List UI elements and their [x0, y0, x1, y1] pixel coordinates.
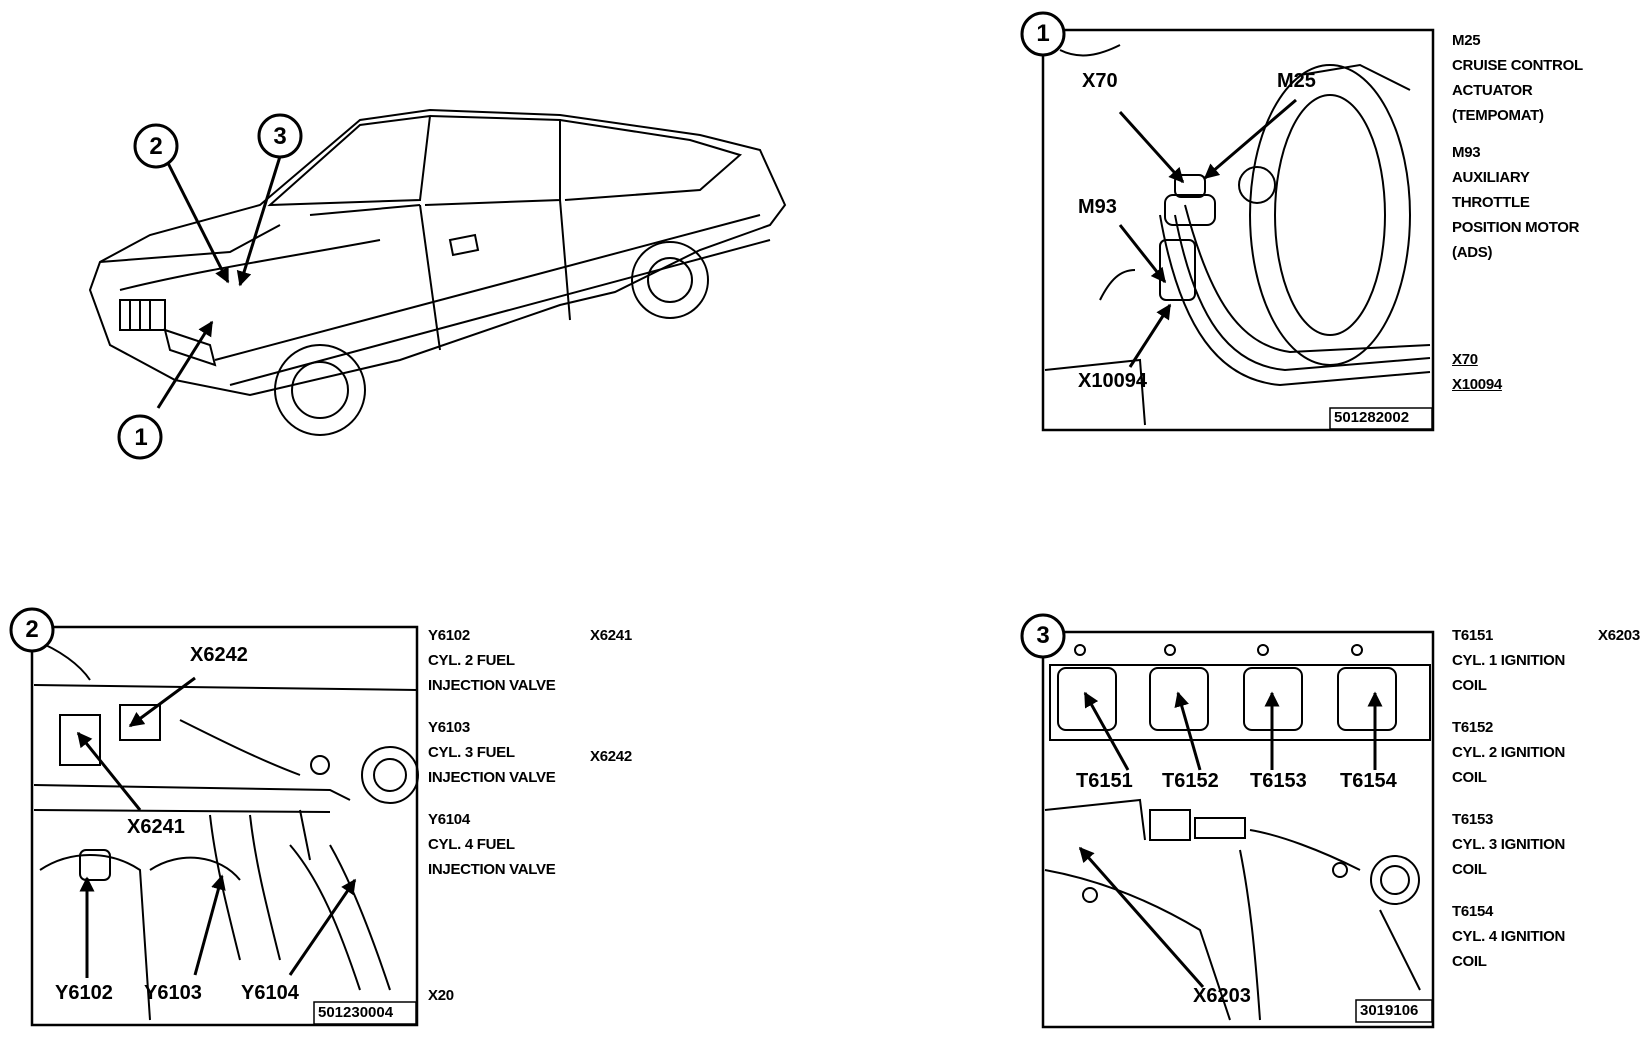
legend-desc-line: INJECTION VALVE — [428, 769, 556, 786]
panel3-label-t6152: T6152 — [1162, 770, 1219, 792]
car-callout-1-label: 1 — [134, 424, 148, 451]
legend-desc-line: POSITION MOTOR — [1452, 219, 1580, 236]
legend-code-t6151: T6151 — [1452, 627, 1494, 644]
car-callout-2-label: 2 — [149, 133, 163, 160]
legend-desc-line: (TEMPOMAT) — [1452, 107, 1544, 124]
car-illustration — [88, 108, 787, 436]
panel2-arrows — [76, 676, 357, 978]
panel3-arrows — [1078, 691, 1383, 988]
panel1-number: 1 — [1036, 20, 1050, 47]
panel2-label-x6241: X6241 — [127, 816, 185, 838]
car-callout-2 — [133, 123, 179, 169]
legend-desc-line: COIL — [1452, 861, 1487, 878]
legend-code-t6154: T6154 — [1452, 903, 1494, 920]
panel1-label-x70: X70 — [1082, 70, 1118, 92]
legend-desc-line: CYL. 4 FUEL — [428, 836, 515, 853]
legend-code-m93: M93 — [1452, 144, 1481, 161]
legend-ground-x20: X20 — [428, 987, 454, 1004]
panel2-frame — [30, 625, 419, 1027]
legend-connector-x70: X70 — [1452, 351, 1478, 368]
legend-desc-line: CYL. 2 IGNITION — [1452, 744, 1566, 761]
panel3-number-badge — [1020, 613, 1066, 659]
legend-desc-line: CYL. 1 IGNITION — [1452, 652, 1566, 669]
panel3-ref-number: 3019106 — [1360, 1002, 1419, 1019]
legend-desc-line: INJECTION VALVE — [428, 861, 556, 878]
legend-code-t6152: T6152 — [1452, 719, 1494, 736]
legend-desc-line: COIL — [1452, 677, 1487, 694]
panel1-legend: M25 CRUISE CONTROL ACTUATOR (TEMPOMAT) M… — [1452, 28, 1583, 265]
legend-code-y6103: Y6103 — [428, 719, 470, 736]
legend-desc-line: CRUISE CONTROL — [1452, 57, 1583, 74]
car-callout-1 — [117, 414, 163, 460]
panel3-label-t6154: T6154 — [1340, 770, 1397, 792]
legend-desc-line: AUXILIARY — [1452, 169, 1530, 186]
legend-desc-line: CYL. 2 FUEL — [428, 652, 515, 669]
panel1-label-m93: M93 — [1078, 196, 1117, 218]
panel2-label-y6104: Y6104 — [241, 982, 299, 1004]
panel2-label-y6103: Y6103 — [144, 982, 202, 1004]
legend-desc-line: CYL. 4 IGNITION — [1452, 928, 1566, 945]
panel2-ref-number: 501230004 — [318, 1004, 394, 1021]
panel1-label-m25: M25 — [1277, 70, 1316, 92]
panel2-legend: Y6102 CYL. 2 FUEL INJECTION VALVE Y6103 … — [428, 623, 556, 882]
panel2-number-badge — [9, 607, 55, 653]
panel1-arrows — [1118, 98, 1297, 368]
panel1-number-badge — [1020, 11, 1066, 57]
legend-code-y6102: Y6102 — [428, 627, 470, 644]
legend-desc-line: (ADS) — [1452, 244, 1493, 261]
legend-desc-line: ACTUATOR — [1452, 82, 1533, 99]
panel1-label-x10094: X10094 — [1078, 370, 1147, 392]
panel1-ref-number: 501282002 — [1334, 409, 1410, 426]
panel2-label-y6102: Y6102 — [55, 982, 113, 1004]
panel3-label-t6153: T6153 — [1250, 770, 1307, 792]
panel2-number: 2 — [25, 616, 39, 643]
legend-code-y6104: Y6104 — [428, 811, 470, 828]
legend-code-m25: M25 — [1452, 32, 1481, 49]
car-callout-arrows — [156, 149, 284, 409]
legend-connector-x6241: X6241 — [590, 627, 632, 644]
panel3-frame — [1041, 630, 1435, 1029]
legend-connector-x6203: X6203 — [1598, 627, 1640, 644]
car-callout-3 — [257, 113, 303, 159]
legend-desc-line: CYL. 3 IGNITION — [1452, 836, 1566, 853]
legend-desc-line: THROTTLE — [1452, 194, 1530, 211]
legend-desc-line: COIL — [1452, 769, 1487, 786]
panel1-connectors: X70 X10094 — [1452, 347, 1502, 397]
legend-desc-line: COIL — [1452, 953, 1487, 970]
car-callout-3-label: 3 — [273, 123, 287, 150]
panel3-label-t6151: T6151 — [1076, 770, 1133, 792]
panel3-legend: T6151 CYL. 1 IGNITION COIL T6152 CYL. 2 … — [1452, 623, 1565, 974]
legend-desc-line: CYL. 3 FUEL — [428, 744, 515, 761]
legend-code-t6153: T6153 — [1452, 811, 1494, 828]
panel2-label-x6242: X6242 — [190, 644, 248, 666]
panel3-label-x6203: X6203 — [1193, 985, 1251, 1007]
legend-connector-x6242: X6242 — [590, 748, 632, 765]
legend-desc-line: INJECTION VALVE — [428, 677, 556, 694]
panel3-number: 3 — [1036, 622, 1050, 649]
legend-connector-x10094: X10094 — [1452, 376, 1502, 393]
panel1-frame — [1041, 28, 1435, 432]
